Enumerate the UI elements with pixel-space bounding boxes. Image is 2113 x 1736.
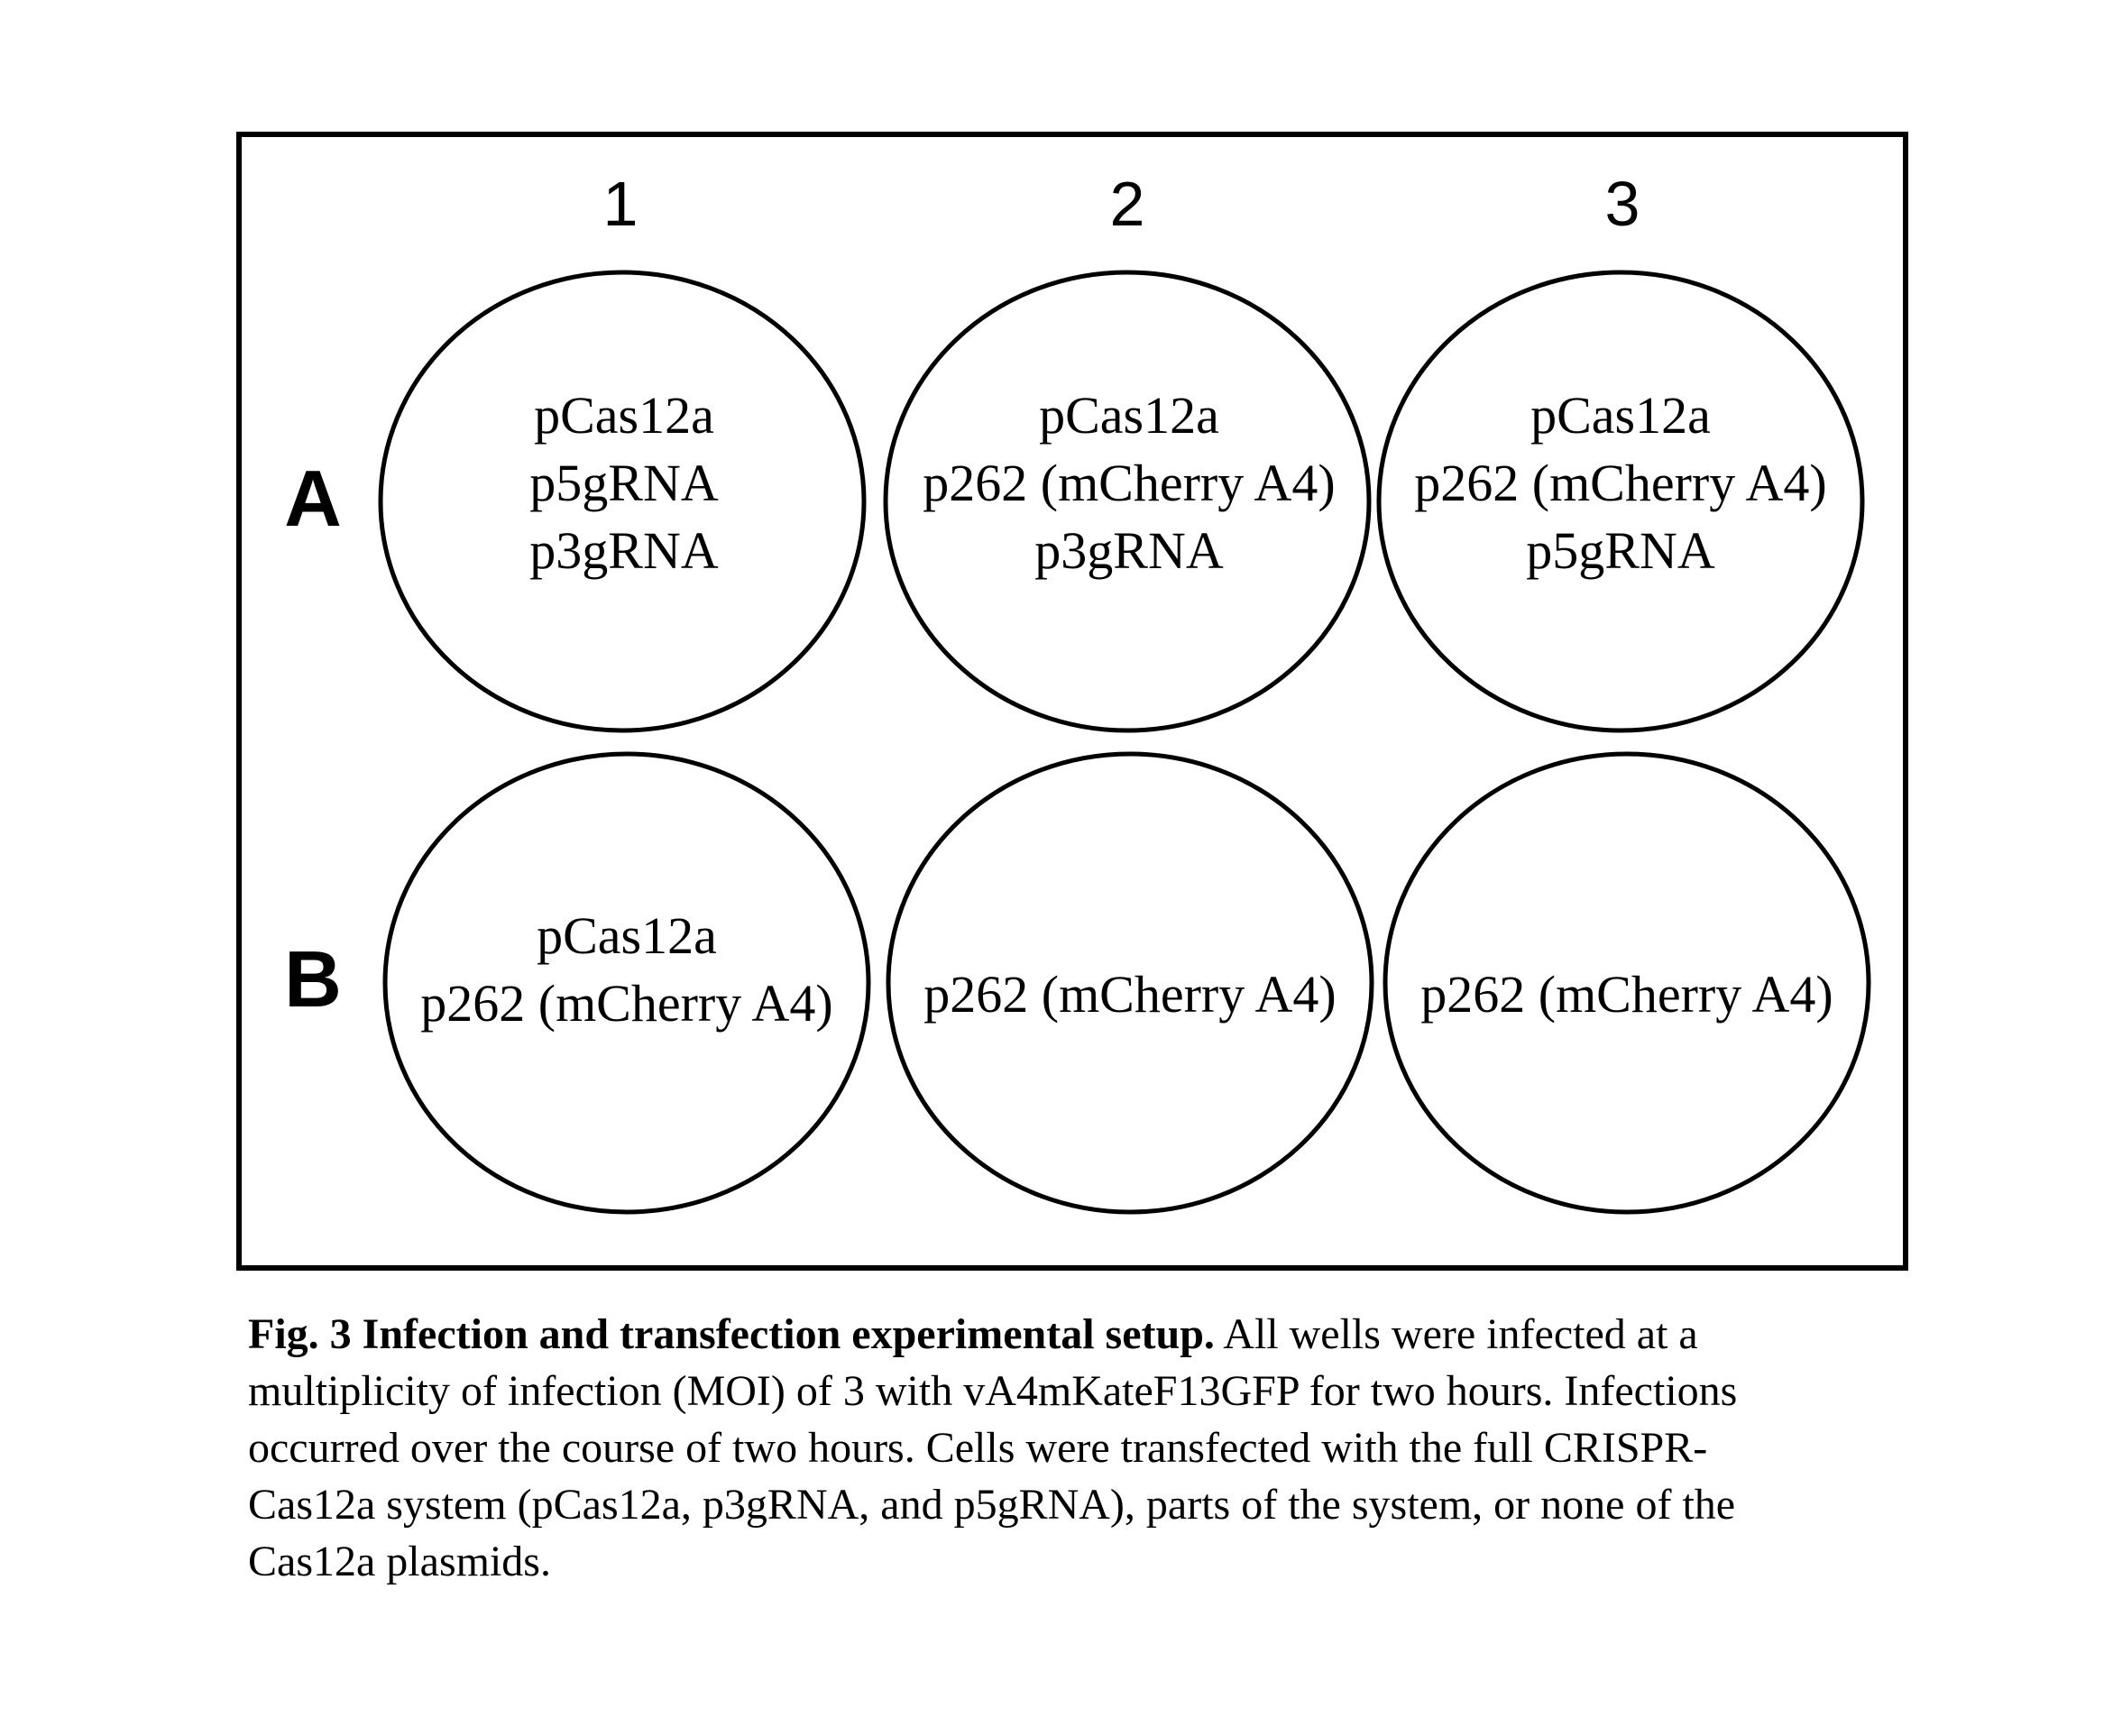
caption-line-1: Fig. 3 Infection and transfection experi… [248,1310,1698,1358]
well-a2: pCas12a p262 (mCherry A4) p3gRNA [883,270,1372,733]
well-a1-line: pCas12a [534,386,714,445]
well-a3-line: pCas12a [1530,386,1711,445]
caption-line-1-text: All wells were infected at a [1215,1310,1698,1358]
well-b3-line: p262 (mCherry A4) [1420,965,1833,1024]
well-a3-line: p5gRNA [1526,521,1715,580]
well-b1-line: p262 (mCherry A4) [420,974,833,1033]
row-label-b: B [284,934,342,1024]
well-a2-line: pCas12a [1039,386,1219,445]
well-a3-line: p262 (mCherry A4) [1414,454,1827,512]
well-b3: p262 (mCherry A4) [1383,751,1871,1215]
caption-title: Fig. 3 Infection and transfection experi… [248,1310,1215,1358]
well-a1-line: p5gRNA [529,454,719,512]
column-label-3: 3 [1605,169,1640,239]
row-label-a: A [284,454,342,543]
well-b2: p262 (mCherry A4) [886,751,1374,1215]
column-label-1: 1 [603,169,638,239]
caption-line-3: occurred over the course of two hours. C… [248,1424,1707,1472]
well-b1-line: pCas12a [537,906,717,965]
well-a3: pCas12a p262 (mCherry A4) p5gRNA [1376,270,1865,733]
column-label-2: 2 [1110,169,1145,239]
caption-line-2: multiplicity of infection (MOI) of 3 wit… [248,1367,1737,1415]
well-a2-line: p262 (mCherry A4) [923,454,1336,512]
well-a2-line: p3gRNA [1034,521,1224,580]
caption-line-4: Cas12a system (pCas12a, p3gRNA, and p5gR… [248,1481,1735,1529]
plate-frame [236,132,1908,1271]
figure-caption: Fig. 3 Infection and transfection experi… [248,1310,1737,1585]
well-b2-line: p262 (mCherry A4) [923,965,1337,1024]
caption-line-5: Cas12a plasmids. [248,1538,551,1585]
well-a1: pCas12a p5gRNA p3gRNA [378,270,867,733]
well-a1-line: p3gRNA [529,521,719,580]
well-b1: pCas12a p262 (mCherry A4) [382,751,871,1215]
